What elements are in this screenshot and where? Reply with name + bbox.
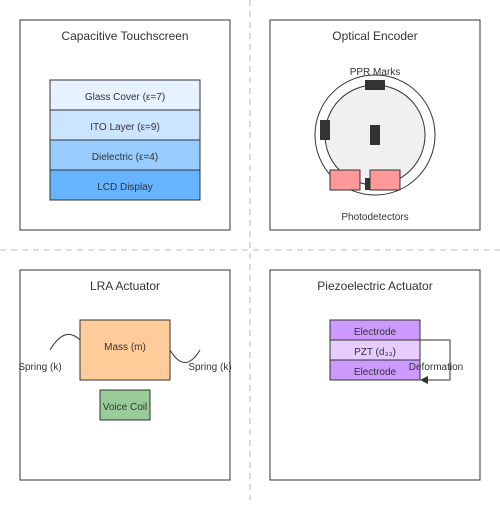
ppr-marks-label: PPR Marks <box>350 67 401 78</box>
lra-panel: LRA Actuator Mass (m) Spring (k) Spring … <box>18 269 232 481</box>
spring-right-label: Spring (k) <box>188 362 231 373</box>
lcd-display-label: LCD Display <box>97 182 153 193</box>
deformation-label: Deformation <box>409 362 463 373</box>
encoder-title: Optical Encoder <box>332 29 417 43</box>
ppr-mark-top <box>365 80 385 90</box>
capacitive-title: Capacitive Touchscreen <box>61 29 188 43</box>
bottom-electrode-label: Electrode <box>354 367 397 378</box>
dielectric-layer <box>49 139 201 171</box>
pzt-label: PZT (d₃₃) <box>354 347 396 358</box>
dielectric-label: Dielectric (ε=4) <box>92 152 158 163</box>
spring-left-label: Spring (k) <box>18 362 61 373</box>
capacitive-panel: Capacitive Touchscreen Glass Cover (ε=7)… <box>19 19 231 231</box>
ppr-mark-center <box>370 125 380 145</box>
top-electrode-label: Electrode <box>354 327 397 338</box>
ito-layer <box>49 109 201 141</box>
photodetector-right <box>369 169 401 191</box>
glass-cover-layer <box>49 79 201 111</box>
piezo-title: Piezoelectric Actuator <box>317 279 432 293</box>
deformation-arrow <box>420 339 451 384</box>
ito-layer-label: ITO Layer (ε=9) <box>90 122 160 133</box>
glass-cover-label: Glass Cover (ε=7) <box>85 92 165 103</box>
lra-mass <box>79 319 171 381</box>
encoder-panel: Optical Encoder PPR Marks Photodetectors <box>269 19 481 231</box>
lra-title: LRA Actuator <box>90 279 160 293</box>
lra-mass-label: Mass (m) <box>104 342 146 353</box>
piezo-panel: Piezoelectric Actuator Electrode PZT (d₃… <box>269 269 481 481</box>
photodetector-left <box>329 169 361 191</box>
ppr-mark-left <box>320 120 330 140</box>
encoder-outer-ring <box>314 74 436 196</box>
spring-right <box>169 349 201 363</box>
spring-left <box>49 333 81 351</box>
voice-coil-label: Voice Coil <box>103 402 147 413</box>
voice-coil <box>99 389 151 421</box>
bottom-electrode <box>329 359 421 381</box>
lcd-display-layer <box>49 169 201 201</box>
photodetectors-label: Photodetectors <box>341 212 408 223</box>
